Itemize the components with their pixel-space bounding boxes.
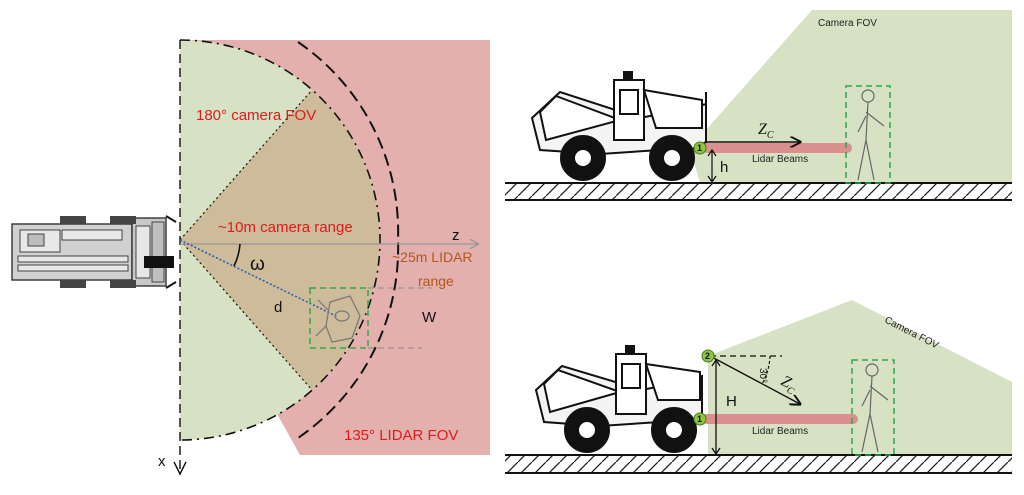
lidar-range-label-line1: ~25m LIDAR <box>392 249 473 265</box>
lidar-range-label-line2: range <box>418 273 454 289</box>
omega-arc <box>233 243 241 267</box>
person-side-icon-top <box>857 89 885 181</box>
person-side-icon-bottom <box>861 363 889 453</box>
fov-overlap-region <box>180 90 380 390</box>
zc-label-top: ZC <box>758 121 774 141</box>
lidar-fov-edge-upper <box>179 89 313 241</box>
person-bounding-box-side-top <box>845 85 891 184</box>
side-view-bottom-panel: 2 1 Camera FOV Lidar Beams ZC H 30° <box>505 300 1012 474</box>
person-bounding-box-side-bottom <box>851 359 895 456</box>
x-axis-label: x <box>158 453 166 470</box>
sensor-badge-1-bottom <box>693 412 707 426</box>
d-label: d <box>274 299 282 316</box>
H-label: H <box>726 393 737 410</box>
angle-arc <box>761 355 771 385</box>
w-label: W <box>422 309 437 326</box>
person-bounding-box-top <box>309 287 369 349</box>
camera-fov-boundary <box>179 39 381 441</box>
vehicle-side-icon-bottom <box>534 345 703 453</box>
camera-fov-label: 180° camera FOV <box>196 107 316 124</box>
camera-range-label: ~10m camera range <box>218 219 353 236</box>
lidar-fov-label: 135° LIDAR FOV <box>344 427 458 444</box>
lidar-beam-bottom <box>702 414 858 424</box>
vehicle-top-icon <box>11 215 177 289</box>
side-view-top-panel: 1 Camera FOV Lidar Beams ZC h <box>505 10 1012 201</box>
omega-label: ω <box>250 254 265 275</box>
camera-fov-label-side-top: Camera FOV <box>818 18 877 29</box>
lidar-range-arc <box>297 41 400 439</box>
sensor-badge-2-bottom-label: 2 <box>705 351 710 361</box>
camera-fov-cone-side-top <box>690 10 812 183</box>
sensor-badge-1-bottom-label: 1 <box>697 414 702 424</box>
x-axis-arrow <box>173 461 187 476</box>
lidar-beams-label-bottom: Lidar Beams <box>752 426 808 437</box>
sensor-badge-2-bottom <box>701 349 715 363</box>
lidar-fov-edge-lower <box>179 239 313 391</box>
sensor-badge-1-top <box>693 141 707 155</box>
lidar-beam-top <box>702 143 852 153</box>
sensor-badge-1-top-label: 1 <box>697 143 702 153</box>
ground-hatch-top <box>505 184 1012 200</box>
h-label-top: h <box>720 159 728 176</box>
distance-line <box>179 239 339 318</box>
angle-label: 30° <box>757 368 768 383</box>
ground-hatch-bottom <box>505 456 1012 473</box>
zc-tilted-axis <box>709 355 800 404</box>
lidar-beams-label-top: Lidar Beams <box>752 154 808 165</box>
top-view-panel: 180° camera FOV ~10m camera range ~25m L… <box>11 39 490 476</box>
z-axis-label: z <box>452 227 460 244</box>
vehicle-side-icon-top <box>530 71 707 181</box>
person-top-icon <box>315 295 361 343</box>
